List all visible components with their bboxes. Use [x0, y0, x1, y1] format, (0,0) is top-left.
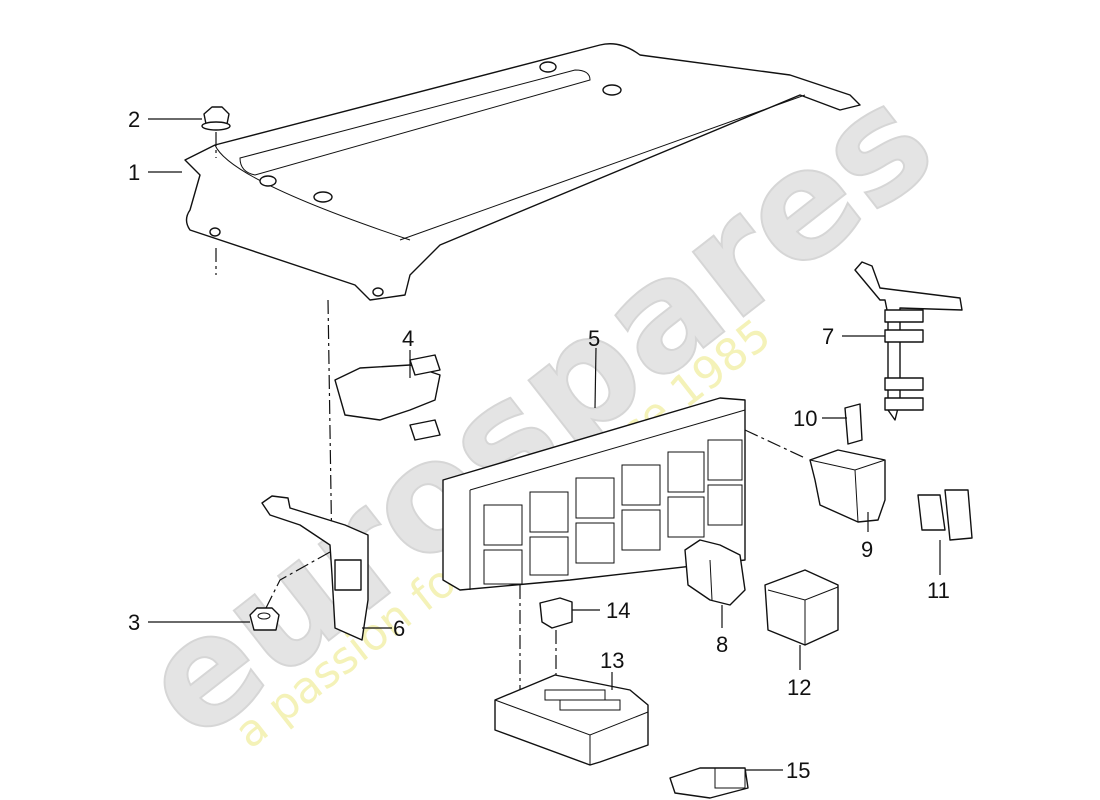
callout-5[interactable]: 5 — [588, 326, 600, 351]
nut-part-3[interactable] — [249, 607, 280, 631]
callout-1[interactable]: 1 — [128, 160, 140, 185]
leader-lines — [148, 118, 941, 771]
callout-12[interactable]: 12 — [787, 675, 811, 700]
bracket-part-7[interactable] — [854, 261, 963, 421]
callout-6[interactable]: 6 — [393, 616, 405, 641]
relay-part-8[interactable] — [684, 539, 746, 606]
relay-socket-part-9[interactable] — [809, 449, 886, 523]
holder-clip-part-4[interactable] — [334, 354, 441, 441]
nut-part-2[interactable] — [201, 106, 231, 131]
callout-9[interactable]: 9 — [861, 537, 873, 562]
callout-2[interactable]: 2 — [128, 107, 140, 132]
mounting-plate-part[interactable] — [184, 43, 861, 301]
fuse-holder-part-13[interactable] — [494, 674, 649, 766]
relay-part-12[interactable] — [764, 569, 839, 646]
relay-carrier-part-5[interactable] — [442, 397, 746, 591]
bracket-part-6[interactable] — [261, 495, 369, 641]
fuse-part-14[interactable] — [539, 597, 573, 629]
callout-4[interactable]: 4 — [402, 326, 414, 351]
callout-15[interactable]: 15 — [786, 758, 810, 783]
callout-8[interactable]: 8 — [716, 632, 728, 657]
fuse-part-15[interactable] — [669, 767, 749, 799]
callout-13[interactable]: 13 — [600, 648, 624, 673]
callout-3[interactable]: 3 — [128, 610, 140, 635]
fuse-part-11[interactable] — [917, 489, 973, 541]
callout-7[interactable]: 7 — [822, 324, 834, 349]
callout-11[interactable]: 11 — [927, 578, 950, 603]
relay-slot-grid — [483, 439, 743, 585]
callout-10[interactable]: 10 — [793, 406, 817, 431]
callout-14[interactable]: 14 — [606, 598, 630, 623]
fuse-part-10[interactable] — [844, 403, 863, 445]
callout-labels: 1 2 3 4 5 6 7 8 9 10 11 12 13 14 15 — [128, 107, 950, 783]
